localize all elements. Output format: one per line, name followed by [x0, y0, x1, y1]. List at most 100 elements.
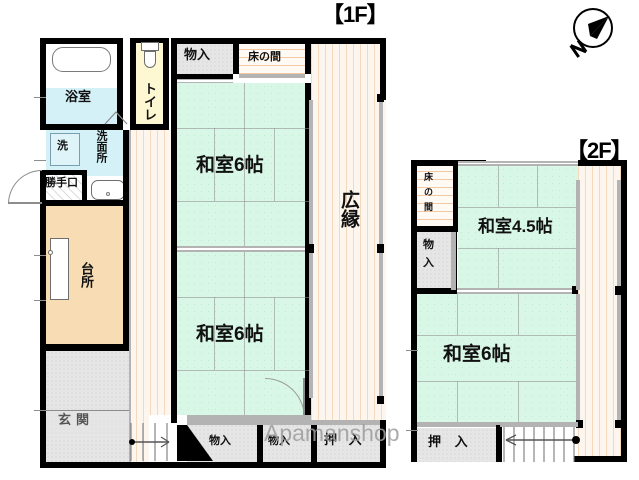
- wall: [411, 288, 457, 294]
- tatami-joint: [177, 201, 311, 203]
- closet-track-2f: [417, 422, 578, 427]
- wall-stub: [377, 244, 384, 253]
- label-tatami-6-lower: 和室6帖: [196, 324, 264, 345]
- wall: [40, 38, 123, 44]
- tatami-joint: [274, 297, 276, 370]
- label-alcove-2f-1: 床: [424, 172, 434, 182]
- sliding-window-track: [309, 100, 313, 246]
- wall: [82, 170, 87, 206]
- tatami-joint: [214, 297, 216, 370]
- label-alcove-2f-2: の: [424, 187, 434, 197]
- room-bath: [46, 88, 117, 124]
- label-alcove-1f: 床の間: [248, 51, 281, 63]
- wall: [380, 420, 386, 462]
- floor-tag-1f: 【1F】: [322, 2, 389, 27]
- wall: [171, 252, 177, 415]
- wall: [40, 351, 46, 468]
- wall-stub: [171, 244, 177, 253]
- tatami-joint: [177, 370, 311, 372]
- label-closet-2f-1: 物: [423, 239, 434, 251]
- dimension-tick: [34, 410, 46, 412]
- tatami-joint: [177, 128, 311, 130]
- wall: [233, 38, 239, 74]
- entrance-step: [46, 411, 129, 433]
- stairs-head-line: [500, 422, 578, 427]
- sliding-window-track: [617, 180, 621, 290]
- label-service-door: 勝手口: [45, 177, 78, 189]
- compass-rose: [562, 6, 618, 60]
- label-closet-2f-2: 入: [423, 257, 434, 269]
- kitchen-sink-icon: [48, 250, 53, 255]
- toilet-tank-icon: [141, 42, 159, 51]
- alcove-track: [239, 74, 305, 78]
- wall: [40, 344, 129, 351]
- label-oshiire-2f: 押 入: [428, 434, 473, 449]
- wall: [305, 252, 311, 415]
- wall: [40, 38, 46, 130]
- tatami-joint: [518, 294, 520, 335]
- entrance-step-line: [46, 410, 129, 412]
- oshiire-1f: [317, 424, 380, 462]
- sliding-window-track: [309, 252, 313, 398]
- tatami-joint: [537, 166, 539, 207]
- wall: [40, 462, 171, 468]
- wall: [578, 160, 627, 166]
- wall: [40, 170, 86, 175]
- stairs-2f-graphic: [503, 426, 580, 462]
- label-alcove-2f-3: 間: [424, 202, 434, 212]
- wall: [411, 160, 486, 166]
- tatami-joint: [457, 294, 459, 335]
- dimension-tick: [34, 300, 46, 302]
- label-oshiire-1f: 押 入: [324, 432, 366, 447]
- wall: [411, 160, 417, 462]
- wall: [496, 425, 502, 462]
- door-leaf: [303, 378, 305, 418]
- dimension-tick: [34, 160, 46, 162]
- wall: [171, 462, 386, 468]
- label-closet-bottom-1: 物入: [209, 435, 231, 447]
- wall: [380, 38, 386, 100]
- wall: [171, 38, 386, 44]
- wall: [453, 166, 458, 228]
- alcove-2f: [417, 166, 453, 228]
- closet-top-1: [177, 44, 233, 74]
- wall: [123, 206, 129, 350]
- floor-tag-2f: 【2F】: [566, 138, 633, 163]
- tatami-joint: [274, 128, 276, 201]
- tatami-joint: [458, 207, 578, 209]
- label-tatami-45: 和室4.5帖: [478, 217, 553, 236]
- wall: [40, 124, 123, 130]
- dimension-tick: [406, 430, 418, 432]
- room-tatami-45: [458, 166, 578, 288]
- wall: [163, 38, 169, 130]
- door-swing-arc: [8, 170, 42, 204]
- label-washroom: 洗面所: [95, 130, 107, 163]
- watermark: Apamanshop: [264, 420, 400, 446]
- label-bath: 浴室: [65, 89, 92, 104]
- wall-stub: [411, 384, 417, 394]
- sliding-window-track: [379, 100, 383, 246]
- dimension-tick: [406, 350, 418, 352]
- wall-stub: [615, 286, 622, 295]
- wall-stub: [377, 396, 384, 404]
- wall: [257, 420, 263, 462]
- balcony-2f: [578, 166, 621, 456]
- wall: [311, 420, 317, 462]
- wall: [123, 130, 129, 206]
- wall: [621, 160, 627, 462]
- sliding-window-track: [617, 294, 621, 424]
- wall-stub: [307, 244, 314, 253]
- wall: [305, 38, 311, 74]
- tatami-joint: [457, 381, 459, 422]
- stairs-1f-graphic: [129, 423, 213, 461]
- wall-stub: [615, 420, 622, 428]
- wall-stub: [572, 286, 579, 295]
- tatami-joint: [244, 83, 246, 246]
- sliding-window-track: [379, 252, 383, 398]
- service-entry-floor: [46, 175, 82, 200]
- room-entrance: [46, 351, 129, 462]
- wall: [40, 170, 46, 206]
- hallway-floor: [129, 130, 178, 462]
- wall: [117, 38, 123, 130]
- dimension-tick: [34, 97, 46, 99]
